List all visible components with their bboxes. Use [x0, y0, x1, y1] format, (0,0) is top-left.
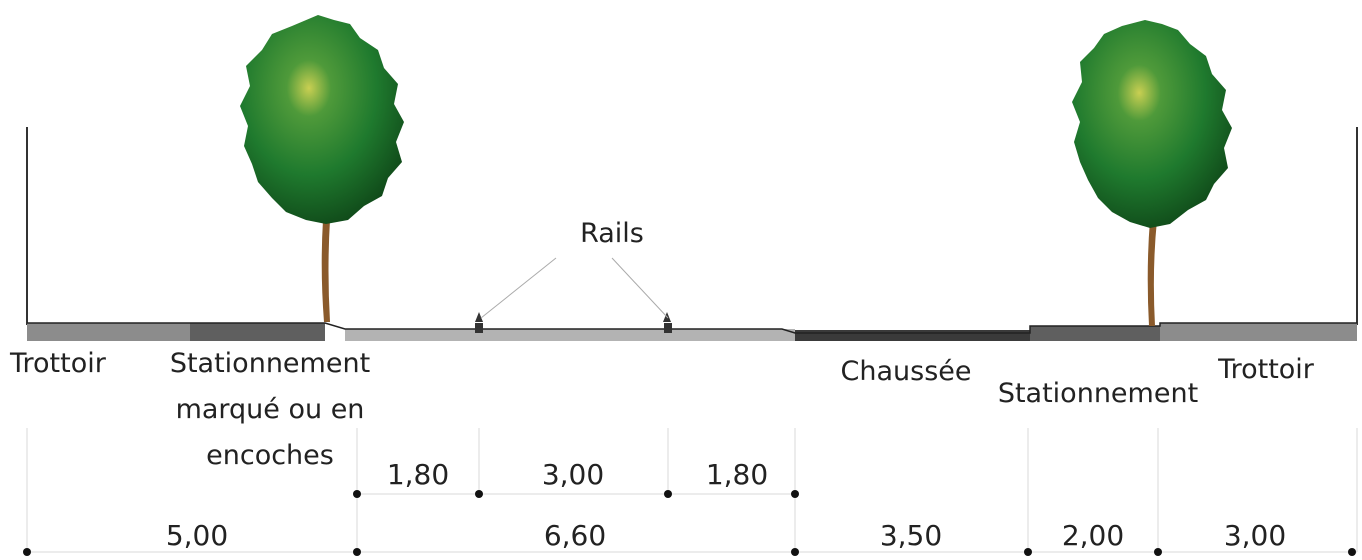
tree-trunk: [321, 220, 330, 322]
tree-foliage: [240, 15, 404, 224]
dimension-guides: [26, 428, 1358, 553]
dimension-label-top-3: 1,80: [706, 458, 768, 491]
rail-right: [664, 323, 672, 333]
tree-foliage: [1072, 20, 1232, 228]
tram-platform-surface: [345, 329, 795, 341]
left-sidewalk-surface: [27, 323, 192, 341]
right-parking-surface: [1030, 326, 1160, 341]
dimension-label-bottom-5: 3,00: [1224, 519, 1286, 552]
ground-outline: [27, 322, 1357, 334]
dimension-label-top-2: 3,00: [542, 458, 604, 491]
left-parking-label-line1: Stationnement: [170, 348, 370, 379]
dimension-label-bottom-2: 6,60: [544, 519, 606, 552]
right-sidewalk-surface: [1160, 323, 1357, 341]
right-parking-label: Stationnement: [998, 378, 1198, 409]
dimension-ticks: [23, 490, 1356, 556]
right-sidewalk-label: Trottoir: [1217, 354, 1315, 385]
rails-leader-right: [611, 257, 669, 319]
rails-label: Rails: [580, 218, 644, 249]
dimension-label-bottom-3: 3,50: [880, 519, 942, 552]
left-parking-label-line3: encoches: [206, 440, 334, 471]
rail-left-arrow: [475, 312, 483, 322]
dimension-label-top-1: 1,80: [387, 458, 449, 491]
left-parking-label-line2: marqué ou en: [176, 394, 365, 425]
left-parking-surface: [190, 323, 325, 341]
tree-trunk: [1147, 220, 1157, 326]
right-tree: [1072, 20, 1232, 326]
rails-leader-left: [480, 257, 557, 319]
dimension-label-bottom-4: 2,00: [1062, 519, 1124, 552]
roadway-surface: [795, 330, 1030, 341]
rail-left: [475, 323, 483, 333]
dimension-label-bottom-1: 5,00: [166, 519, 228, 552]
left-sidewalk-label: Trottoir: [9, 348, 107, 379]
roadway-label: Chaussée: [841, 356, 972, 387]
left-tree: [240, 15, 404, 322]
